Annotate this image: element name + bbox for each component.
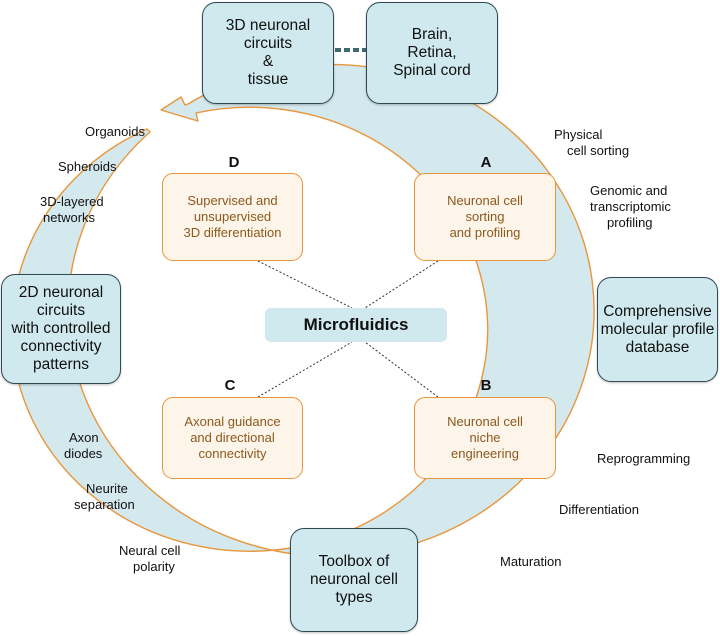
box-a-sorting-profiling: Neuronal cell sorting and profiling	[414, 173, 556, 261]
label-c: C	[224, 377, 236, 394]
label-3d-layered-networks: 3D-layered networks	[40, 194, 104, 225]
label-a: A	[480, 154, 492, 171]
label-physical-cell-sorting: Physical cell sorting	[554, 127, 630, 158]
label-genomic-profiling: Genomic and transcriptomic profiling	[590, 183, 671, 230]
label-maturation: Maturation	[500, 554, 562, 569]
label-axon-diodes: Axon diodes	[64, 430, 103, 461]
label-differentiation: Differentiation	[559, 502, 639, 517]
label-organoids: Organoids	[85, 124, 145, 139]
label-d: D	[228, 154, 240, 171]
label-neurite-separation: Neurite separation	[74, 481, 135, 512]
label-b: B	[480, 377, 492, 394]
label-neural-cell-polarity: Neural cell polarity	[119, 543, 181, 574]
connector-to-d	[257, 260, 353, 309]
connector-to-c	[257, 341, 353, 398]
connector-to-b	[364, 341, 439, 398]
node-toolbox-neuronal-cell-types: Toolbox of neuronal cell types	[290, 528, 418, 632]
label-reprogramming: Reprogramming	[597, 451, 691, 466]
center-microfluidics: Microfluidics	[265, 308, 447, 342]
box-d-3d-differentiation: Supervised and unsupervised 3D different…	[162, 173, 303, 261]
node-molecular-profile-database: Comprehensive molecular profile database	[597, 277, 718, 382]
node-2d-neuronal-circuits: 2D neuronal circuits with controlled con…	[1, 274, 121, 384]
box-c-axonal-guidance: Axonal guidance and directional connecti…	[162, 397, 303, 479]
node-brain-retina-spinal-cord: Brain, Retina, Spinal cord	[366, 2, 498, 104]
node-3d-neuronal-circuits: 3D neuronal circuits & tissue	[202, 2, 334, 104]
connector-to-a	[364, 260, 439, 309]
label-spheroids: Spheroids	[58, 159, 117, 174]
box-b-niche-engineering: Neuronal cell niche engineering	[414, 397, 556, 479]
